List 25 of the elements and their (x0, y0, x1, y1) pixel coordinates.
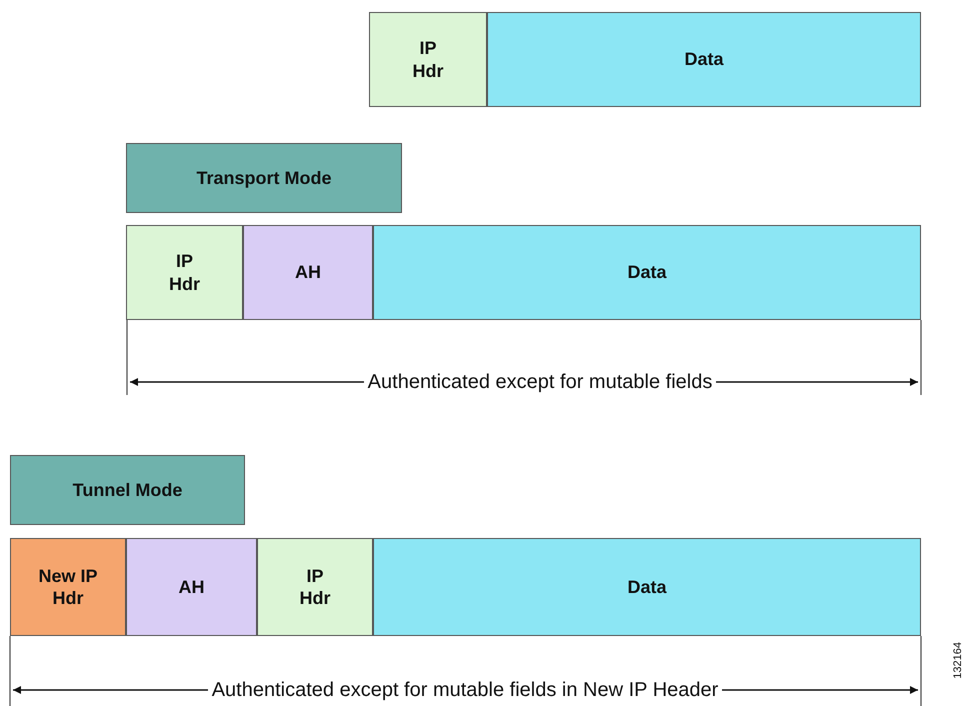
field-label: Data (684, 48, 724, 71)
field-label: IP Hdr (168, 250, 201, 295)
field-label: IP Hdr (412, 37, 444, 82)
field-label: AH (178, 576, 204, 598)
field-label: Data (627, 261, 666, 284)
field-label: Tunnel Mode (72, 478, 182, 502)
data-field (373, 538, 921, 636)
ip-header-field (369, 12, 487, 107)
field-label: Data (627, 576, 666, 598)
mode-heading (10, 455, 245, 525)
field-label: IP Hdr (298, 564, 332, 610)
dimension-label: Authenticated except for mutable fields (364, 370, 716, 394)
ip-header-field (126, 225, 243, 320)
new-ip-header-field (10, 538, 126, 636)
field-label: New IP Hdr (37, 564, 98, 610)
field-label: Transport Mode (196, 166, 332, 190)
figure-number: 132164 (952, 642, 963, 678)
dimension-label: Authenticated except for mutable fields in New IP Header (208, 678, 722, 702)
mode-heading (126, 143, 402, 213)
field-label: AH (295, 261, 321, 284)
ip-header-field (257, 538, 373, 636)
ah-field (243, 225, 373, 320)
data-field (487, 12, 921, 107)
ah-field (126, 538, 257, 636)
data-field (373, 225, 921, 320)
